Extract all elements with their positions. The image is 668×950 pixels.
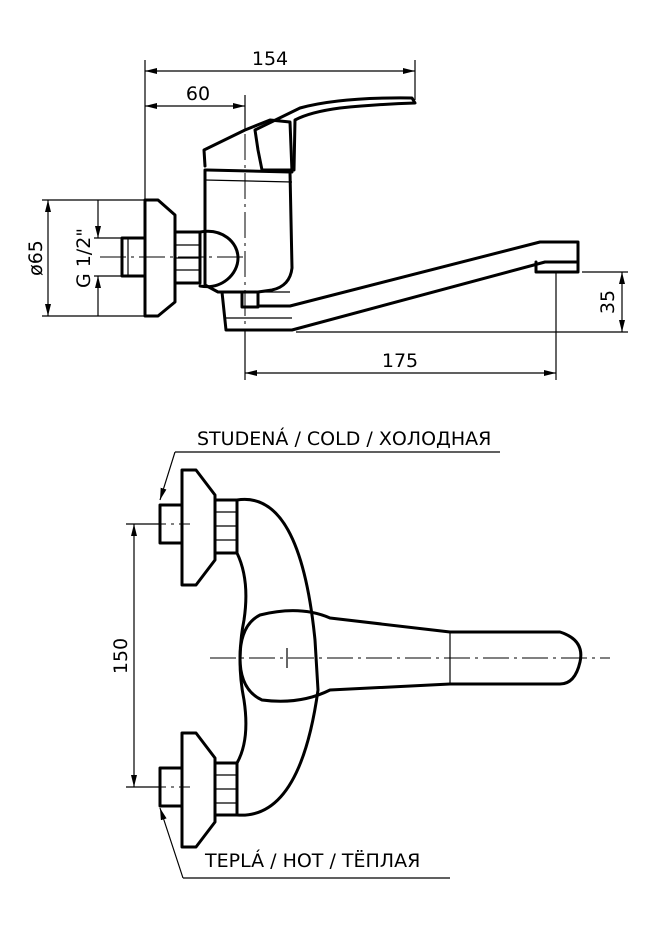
dimension-60: 60 [186,83,210,105]
mixer-body-top [235,497,320,817]
top-view: STUDENÁ / COLD / ХОЛОДНАЯ TEPLÁ / HOT / … [110,427,610,879]
lever-top [238,609,583,703]
connector-nut [173,230,202,285]
dimension-diameter: ø65 [25,240,47,276]
aerator-plug [240,290,260,309]
dimension-150: 150 [110,638,132,674]
cold-label: STUDENÁ / COLD / ХОЛОДНАЯ [197,427,491,450]
handle-base [202,118,294,174]
body-dome [198,229,240,289]
mixer-body [203,168,294,294]
side-view: 154 60 ø65 G 1/2" 35 175 [25,48,628,380]
hot-leader [159,807,184,879]
dimension-175: 175 [382,350,418,372]
wall-rosette [143,198,177,318]
lever-handle [253,96,417,172]
hot-inlet [158,731,239,849]
dimension-35: 35 [597,290,619,314]
cold-leader [159,451,176,501]
cold-inlet [158,468,239,587]
dimension-154: 154 [252,48,288,70]
spout-outlet [534,260,580,274]
dimension-thread: G 1/2" [73,228,95,288]
spout [220,240,580,332]
hot-label: TEPLÁ / HOT / TЁПЛАЯ [204,849,420,872]
